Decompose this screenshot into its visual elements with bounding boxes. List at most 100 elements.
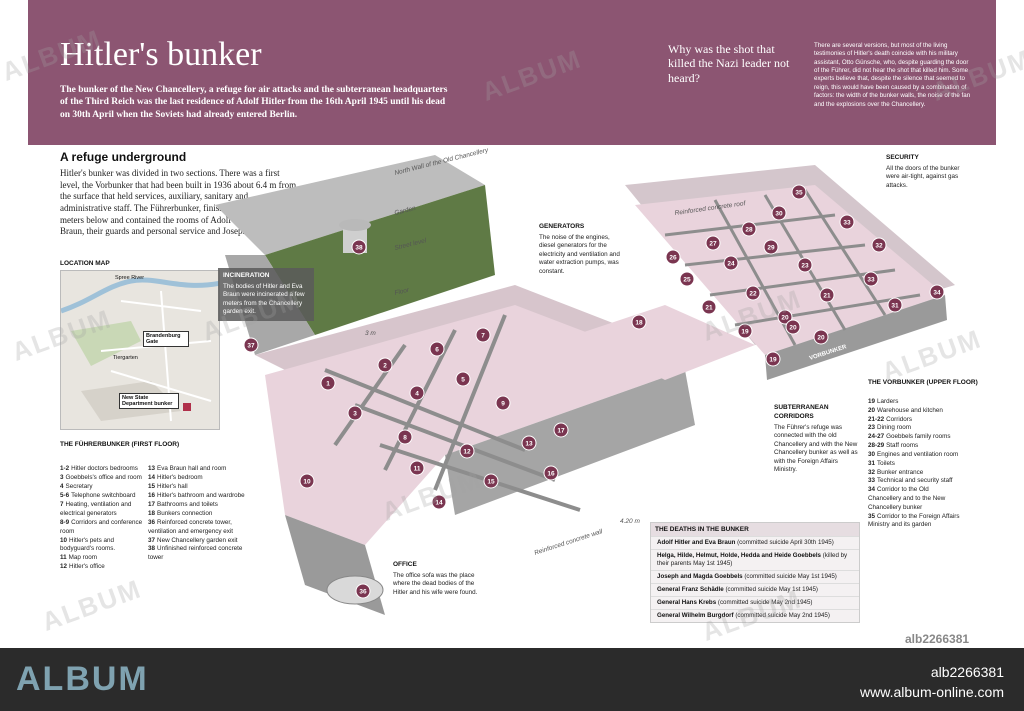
security-title: SECURITY [886,154,919,161]
room-marker-number: 9 [501,400,505,407]
room-marker [791,184,807,200]
generators-title: GENERATORS [539,223,585,230]
room-marker-number: 16 [547,470,555,477]
office-title: OFFICE [393,561,417,568]
legend-item-number: 30 [868,450,876,458]
room-marker-number: 17 [557,427,565,434]
legend-item-number: 20 [868,406,876,414]
legend-item-text: Corridors and conference room [60,518,143,535]
depth-label-420m: 4.20 m [620,518,640,525]
deaths-row-note: (committed suicide May 2nd 1945) [717,599,813,607]
office-text: The office sofa was the place where the … [393,571,478,596]
legend-item-text: Corridor to the Old Chancellery and to t… [868,486,946,511]
fuhrerbunker-legend-title: THE FÜHRERBUNKER (FIRST FLOOR) [60,441,180,448]
room-marker-number: 10 [303,478,311,485]
room-marker [819,287,835,303]
incineration-title: INCINERATION [223,272,270,279]
map-department-label: New State Department bunker [119,393,179,409]
legend-item-number: 35 [868,512,876,520]
room-marker-number: 22 [749,290,757,297]
legend-item-number: 5-6 [60,491,70,499]
room-marker [397,429,413,445]
legend-item-text: Toilets [877,459,895,467]
room-marker [763,239,779,255]
footer-logo[interactable]: ALBUM [16,660,149,698]
room-marker [765,351,781,367]
room-marker [543,465,559,481]
lead-paragraph: The bunker of the New Chancellery, a ref… [60,85,448,120]
deaths-row: General Wilhelm Burgdorf (committed suic… [651,609,859,622]
legend-item-text: Telephone switchboard [71,491,136,499]
corridors-title: SUBTERRANEAN CORRIDORS [774,404,829,420]
room-marker [737,323,753,339]
room-marker-number: 33 [843,219,851,226]
deaths-row-name: General Franz Schädle [657,586,724,594]
legend-item-number: 36 [148,518,156,526]
floor-label: Floor [394,286,411,297]
room-marker [409,460,425,476]
deaths-row-note: (killed by their parents May 1st 1945) [657,552,848,568]
room-marker-number: 11 [414,465,421,472]
room-marker [355,583,371,599]
room-marker-number: 26 [669,254,677,261]
room-marker-number: 36 [359,588,367,595]
room-marker [483,473,499,489]
room-marker-number: 20 [789,324,797,331]
legend-item-text: Hitler's bathroom and wardrobe [157,491,245,499]
legend-item-text: Bunker entrance [877,468,924,476]
deaths-table-title: THE DEATHS IN THE BUNKER [651,523,859,536]
room-marker-number: 28 [745,226,753,233]
legend-item-number: 24-27 [868,433,885,441]
legend-item-text: Larders [877,398,899,405]
footer-url-link[interactable]: www.album-online.com [860,684,1004,700]
room-marker-number: 30 [775,210,783,217]
room-marker-number: 15 [487,478,495,485]
room-marker [871,237,887,253]
legend-item-text: Reinforced concrete tower, ventilation a… [148,518,234,535]
room-marker [351,239,367,255]
room-marker [745,285,761,301]
vorbunker-floor [635,185,945,355]
legend-item-number: 17 [148,500,156,508]
page-title: Hitler's bunker [60,36,262,73]
north-wall [215,155,485,255]
office-callout: OFFICE The office sofa was the place whe… [390,558,486,601]
deaths-row-name: General Hans Krebs [657,599,717,607]
room-marker [459,443,475,459]
legend-item-text: Secretary [65,482,93,490]
room-marker [409,385,425,401]
room-marker-number: 19 [769,356,777,363]
room-marker-number: 2 [383,362,387,369]
room-marker [785,319,801,335]
tower-36 [326,575,384,605]
room-marker-number: 3 [353,410,357,417]
deaths-row-note: (committed suicide April 30th 1945) [737,539,834,546]
room-marker-number: 27 [709,240,717,247]
room-marker [705,235,721,251]
legend-item-number: 33 [868,477,876,485]
legend-item-text: Hitler doctors bedrooms [71,465,138,472]
location-map: Spree River Tiergarten Brandenburg Gate … [60,270,220,430]
room-marker [455,371,471,387]
legend-item-number: 14 [148,473,156,481]
legend-item-number: 34 [868,486,876,494]
room-marker-number: 7 [481,332,485,339]
map-park-label: Tiergarten [113,355,138,361]
room-marker [665,249,681,265]
legend-item-number: 31 [868,459,876,467]
legend-item-number: 16 [148,491,156,499]
legend-item-number: 32 [868,468,876,476]
room-marker-number: 19 [741,328,749,335]
deaths-row-name: Helga, Hilde, Helmut, Holde, Hedda and H… [657,552,821,560]
